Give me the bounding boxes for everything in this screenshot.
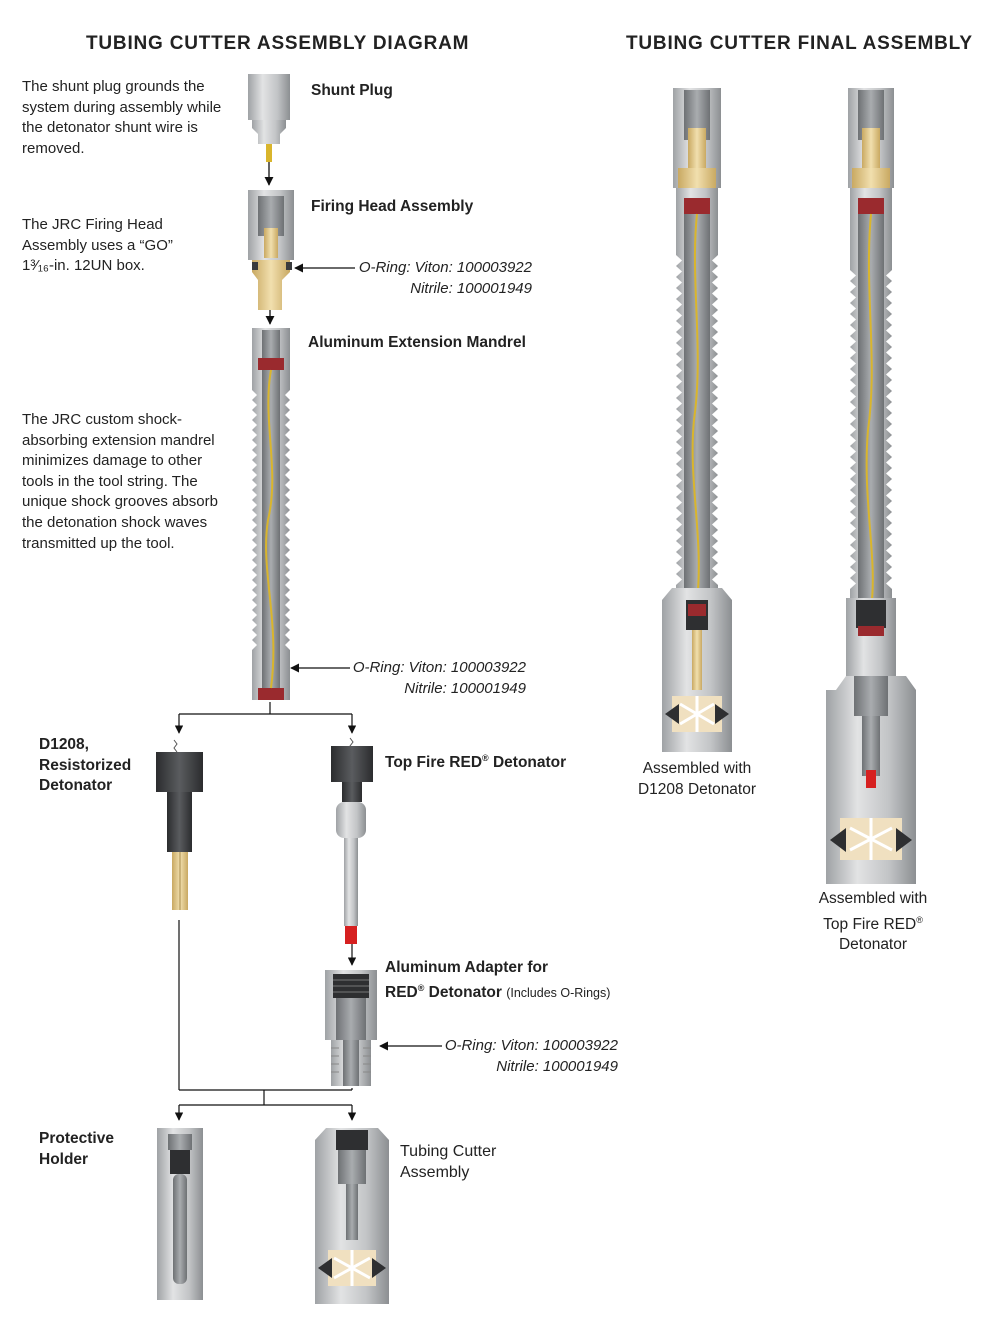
cutter-line2: Assembly (400, 1164, 470, 1181)
topfire-label: Top Fire RED® Detonator (385, 753, 566, 772)
oring-2-viton: O-Ring: Viton: 100003922 (352, 659, 526, 676)
cutter-line1: Tubing Cutter (400, 1143, 497, 1160)
topfire-label-suffix: Detonator (488, 754, 567, 771)
d1208-label-line3: Detonator (39, 777, 113, 794)
tubing-cutter-drawing (315, 1128, 389, 1304)
oring-note-2: O-Ring: Viton: 100003922 Nitrile: 100001… (296, 657, 526, 699)
tubing-cutter-label: Tubing Cutter Assembly (400, 1141, 496, 1183)
mandrel-label: Aluminum Extension Mandrel (308, 334, 526, 351)
extension-mandrel-drawing (252, 328, 290, 700)
shunt-plug-label: Shunt Plug (311, 82, 393, 99)
d1208-label: D1208, Resistorized Detonator (39, 735, 131, 797)
caption-topfire-line3: Detonator (838, 936, 908, 953)
adapter-label: Aluminum Adapter for RED® Detonator (Inc… (385, 958, 610, 1003)
oring-note-3: O-Ring: Viton: 100003922 Nitrile: 100001… (388, 1035, 618, 1077)
shunt-plug-drawing (248, 74, 290, 162)
topfire-detonator-drawing (331, 737, 373, 944)
oring-3-viton: O-Ring: Viton: 100003922 (444, 1037, 618, 1054)
registered-mark: ® (482, 753, 489, 763)
d1208-label-line2: Resistorized (39, 756, 132, 774)
caption-topfire-line1: Assembled with (818, 890, 928, 907)
protective-line2: Holder (39, 1150, 89, 1168)
protective-line1: Protective (39, 1130, 114, 1147)
oring-note-1: O-Ring: Viton: 100003922 Nitrile: 100001… (300, 257, 532, 299)
adapter-label-line2: RED® Detonator (Includes O-Rings) (385, 978, 610, 1003)
oring-2-nitrile: Nitrile: 100001949 (404, 680, 526, 697)
left-title: TUBING CUTTER ASSEMBLY DIAGRAM (86, 33, 470, 54)
final-assembly-topfire-drawing (826, 88, 916, 884)
caption-d1208-line1: Assembled with (642, 760, 752, 777)
right-title: TUBING CUTTER FINAL ASSEMBLY (626, 33, 973, 54)
d1208-label-line1: D1208, (39, 736, 89, 753)
topfire-label-text: Top Fire RED (385, 754, 483, 771)
oring-1-viton: O-Ring: Viton: 100003922 (358, 259, 532, 276)
caption-topfire-text: Top Fire RED (823, 915, 917, 933)
aluminum-adapter-drawing (325, 970, 377, 1086)
caption-topfire: Assembled with Top Fire RED® Detonator (788, 889, 958, 956)
shunt-description: The shunt plug grounds the system during… (22, 78, 222, 157)
caption-d1208: Assembled with D1208 Detonator (612, 759, 782, 800)
adapter-red-text: RED (385, 984, 418, 1001)
adapter-label-line1: Aluminum Adapter for (385, 959, 549, 976)
oring-3-nitrile: Nitrile: 100001949 (496, 1058, 618, 1075)
protective-holder-drawing (157, 1128, 203, 1300)
caption-topfire-line2: Top Fire RED® (788, 910, 958, 936)
final-assembly-d1208-drawing (662, 88, 732, 752)
registered-mark: ® (916, 914, 923, 925)
branch-lines (174, 702, 357, 1121)
mandrel-description: The JRC custom shock-absorbing extension… (22, 411, 218, 552)
oring-1-nitrile: Nitrile: 100001949 (410, 280, 532, 297)
registered-mark: ® (417, 983, 425, 993)
caption-d1208-line2: D1208 Detonator (637, 780, 757, 798)
firing-head-label: Firing Head Assembly (311, 198, 474, 215)
firing-head-description: The JRC Firing Head Assembly uses a “GO”… (22, 216, 173, 275)
d1208-detonator-drawing (156, 739, 203, 910)
protective-holder-label: Protective Holder (39, 1129, 114, 1170)
firing-head-drawing (248, 190, 294, 310)
adapter-note: (Includes O-Rings) (506, 986, 611, 1000)
adapter-detonator-text: Detonator (424, 984, 502, 1001)
